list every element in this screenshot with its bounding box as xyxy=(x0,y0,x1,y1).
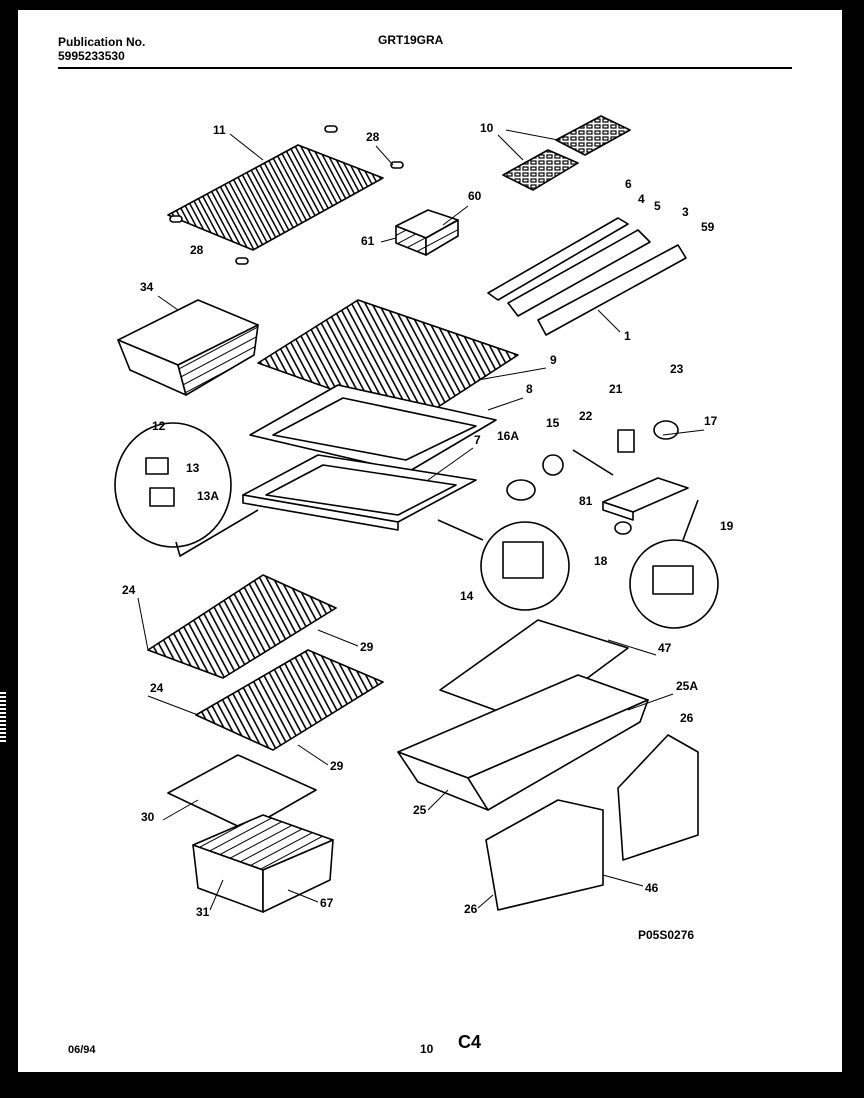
part-label: 6 xyxy=(625,177,632,191)
crisper-drawer xyxy=(485,799,604,911)
publication-label: Publication No. xyxy=(58,35,146,49)
crisper-drawer xyxy=(617,734,699,861)
part-label: 23 xyxy=(670,362,684,376)
part-label: 24 xyxy=(122,583,136,597)
part-label: 12 xyxy=(152,419,166,433)
shelf-pin xyxy=(169,215,183,223)
part-label: 17 xyxy=(704,414,718,428)
part-label: 13 xyxy=(186,461,200,475)
section-code: C4 xyxy=(458,1032,482,1052)
control-box xyxy=(502,541,544,579)
freezer-bin-side xyxy=(177,324,259,396)
meat-pan-side xyxy=(262,839,334,913)
part-label: 24 xyxy=(150,681,164,695)
part-label: 9 xyxy=(550,353,557,367)
part-label: 5 xyxy=(654,199,661,213)
part-label: 10 xyxy=(480,121,494,135)
slide-rail xyxy=(537,244,687,336)
header-rule xyxy=(58,67,792,69)
exploded-view-diagram: 11 28 28 10 6 4 5 3 59 60 61 34 1 9 8 7 … xyxy=(114,115,734,919)
part-label: 16A xyxy=(497,429,519,443)
figure-code: P05S0276 xyxy=(638,928,695,942)
part-label: 29 xyxy=(360,640,374,654)
ice-tray xyxy=(555,115,631,156)
publication-date: 06/94 xyxy=(68,1044,96,1056)
part-label: 31 xyxy=(196,905,210,919)
shelf-pin xyxy=(390,161,404,169)
page-number: 10 xyxy=(420,1042,434,1056)
lamp-socket xyxy=(506,479,536,501)
part-label: 30 xyxy=(141,810,155,824)
knob-18 xyxy=(614,521,632,535)
ice-tray xyxy=(502,149,579,191)
part-label: 7 xyxy=(474,433,481,447)
part-label: 25A xyxy=(676,679,698,693)
damper-part xyxy=(149,487,175,507)
part-label: 26 xyxy=(464,902,478,916)
scan-edge-marks xyxy=(0,690,6,742)
part-label: 15 xyxy=(546,416,560,430)
part-label: 19 xyxy=(720,519,734,533)
part-label: 29 xyxy=(330,759,344,773)
part-label: 61 xyxy=(361,234,375,248)
thermostat-control xyxy=(652,565,694,595)
publication-number: 5995233530 xyxy=(58,49,125,63)
part-label: 46 xyxy=(645,881,659,895)
part-label: 11 xyxy=(213,123,226,137)
fresh-food-shelf xyxy=(147,574,337,679)
part-label: 81 xyxy=(579,494,593,508)
part-label: 14 xyxy=(460,589,474,603)
shelf-pin xyxy=(324,125,338,133)
part-label: 25 xyxy=(413,803,427,817)
part-labels: 11 28 28 10 6 4 5 3 59 60 61 34 1 9 8 7 … xyxy=(122,121,734,919)
slide-rail xyxy=(487,217,629,301)
part-label: 8 xyxy=(526,382,533,396)
shelf-frame-inner xyxy=(272,397,477,461)
leader-line xyxy=(682,499,699,541)
inset-circle-19 xyxy=(629,539,719,629)
part-label: 60 xyxy=(468,189,482,203)
switch xyxy=(617,429,635,453)
part-drawings xyxy=(114,115,719,913)
control-cover-inner xyxy=(265,464,457,516)
part-label: 26 xyxy=(680,711,694,725)
slide-rail xyxy=(507,229,651,317)
inset-circle-14 xyxy=(480,521,570,611)
leader-line xyxy=(437,519,484,541)
part-label: 21 xyxy=(609,382,623,396)
part-label: 28 xyxy=(190,243,204,257)
control-knob xyxy=(653,420,679,440)
part-label: 47 xyxy=(658,641,672,655)
inset-circle-12-13 xyxy=(114,422,232,548)
shelf-pin xyxy=(235,257,249,265)
part-label: 59 xyxy=(701,220,715,234)
parts-diagram-sheet: Publication No. 5995233530 GRT19GRA xyxy=(18,10,842,1072)
part-label: 28 xyxy=(366,130,380,144)
light-bulb xyxy=(542,454,564,476)
part-label: 13A xyxy=(197,489,219,503)
leader-lines xyxy=(137,129,705,911)
leader-line xyxy=(175,509,259,557)
part-label: 22 xyxy=(579,409,593,423)
lamp-wire xyxy=(572,449,614,476)
part-label: 1 xyxy=(624,329,631,343)
freezer-wire-shelf xyxy=(167,144,384,251)
freezer-basket-side xyxy=(425,219,459,256)
part-label: 3 xyxy=(682,205,689,219)
part-label: 18 xyxy=(594,554,608,568)
pan-cover xyxy=(167,754,317,831)
part-label: 67 xyxy=(320,896,334,910)
part-label: 4 xyxy=(638,192,645,206)
fresh-food-shelf xyxy=(195,649,384,751)
damper-part xyxy=(145,457,169,475)
part-label: 34 xyxy=(140,280,154,294)
model-number: GRT19GRA xyxy=(378,33,444,47)
